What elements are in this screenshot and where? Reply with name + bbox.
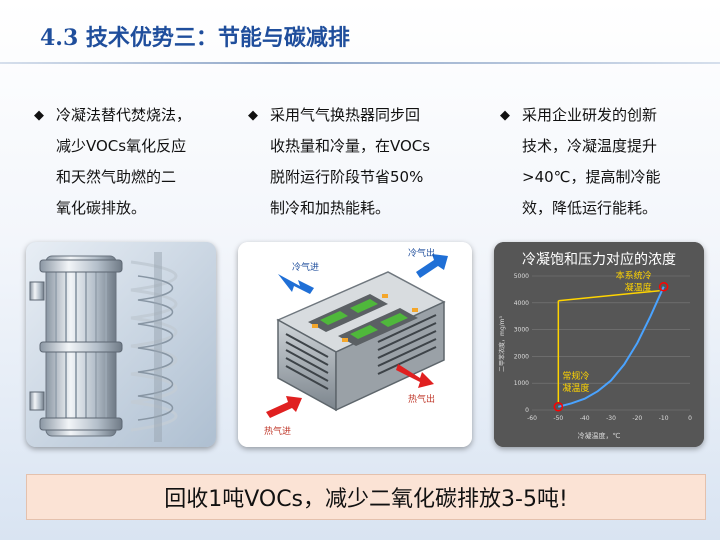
chart-title: 冷凝饱和压力对应的浓度 — [522, 251, 676, 268]
bullet-2-line-3: 脱附运行阶段节省50% — [270, 168, 424, 186]
condensation-chart: 冷凝饱和压力对应的浓度 0 1000 2000 3000 4000 5000 -60 -50… — [494, 242, 704, 447]
cold-out-label: 冷气出 — [408, 247, 435, 259]
bullet-3-line-4: 效，降低运行能耗。 — [522, 199, 658, 217]
hot-in-arrow — [266, 396, 302, 418]
hot-out-label: 热气出 — [408, 393, 435, 405]
bullet-2-line-2: 收热量和冷量，在VOCs — [270, 137, 431, 155]
diamond-bullet-icon: ◆ — [500, 108, 510, 123]
diamond-bullet-icon: ◆ — [34, 108, 44, 123]
hot-out-arrow — [396, 364, 434, 388]
conclusion-banner: 回收1吨VOCs，减少二氧化碳排放3-5吨! — [26, 474, 706, 520]
chart-x-axis-label: 冷凝温度，℃ — [578, 431, 621, 440]
diamond-bullet-icon: ◆ — [248, 108, 258, 123]
chart-annotation-system-line-1: 本系统冷 — [616, 270, 652, 282]
bullet-3-line-2: 技术，冷凝温度提升 — [522, 137, 658, 155]
cold-in-arrow — [278, 274, 314, 294]
chart-marker-conventional — [553, 402, 564, 412]
bullet-1-line-3: 和天然气助燃的二 — [56, 168, 177, 186]
chart-y-tick-label: 3000 — [514, 327, 529, 334]
chart-annotation-arrow — [558, 289, 660, 302]
bullet-2-line-1: 采用气气换热器同步回 — [270, 106, 421, 124]
chart-y-tick-label: 0 — [525, 407, 529, 414]
chart-annotation-system-line-2: 凝温度 — [625, 282, 652, 294]
bullet-3: ◆ 采用企业研发的创新 技术，冷凝温度提升 >40℃，提高制冷能 效，降低运行能… — [500, 100, 700, 224]
chart-x-tick-label: -30 — [606, 415, 616, 422]
cold-out-arrow — [416, 254, 448, 278]
bullet-1-line-4: 氧化碳排放。 — [56, 199, 147, 217]
bullet-1-line-1: 冷凝法替代焚烧法， — [56, 106, 192, 124]
chart-y-axis-label: 二甲苯浓度，mg/m³ — [498, 315, 506, 372]
chart-series-line — [558, 286, 665, 408]
bullet-3-line-1: 采用企业研发的创新 — [522, 106, 658, 124]
chart-x-tick-label: -60 — [527, 415, 537, 422]
chart-marker-system — [658, 281, 669, 292]
gas-heat-exchanger-image: 冷气进 冷气出 热气进 热气出 — [238, 242, 472, 447]
hot-in-label: 热气进 — [264, 425, 291, 437]
gas-heat-exchanger-illustration: 冷气进 冷气出 热气进 热气出 — [238, 242, 472, 447]
bullet-1: ◆ 冷凝法替代焚烧法， 减少VOCs氧化反应 和天然气助燃的二 氧化碳排放。 — [34, 100, 234, 224]
bullet-2: ◆ 采用气气换热器同步回 收热量和冷量，在VOCs 脱附运行阶段节省50% 制冷… — [248, 100, 483, 224]
chart-annotation-conventional-line-1: 常规冷 — [562, 370, 589, 382]
chart-x-tick-label: 0 — [688, 415, 692, 422]
page-title: 4.3 技术优势三：节能与碳减排 — [40, 25, 350, 51]
chart-x-tick-label: -10 — [659, 415, 669, 422]
chart-annotation-conventional-line-2: 凝温度 — [562, 382, 589, 394]
condenser-coil-illustration — [26, 242, 216, 447]
chart-x-tick-label: -50 — [553, 415, 563, 422]
chart-y-tick-label: 4000 — [514, 300, 529, 307]
bullet-2-line-4: 制冷和加热能耗。 — [270, 199, 391, 217]
chart-x-ticks: -60 -50 -40 -30 -20 -10 0 — [527, 415, 692, 422]
chart-svg: 冷凝饱和压力对应的浓度 0 1000 2000 3000 4000 5000 -60 -50… — [494, 242, 704, 447]
conclusion-text: 回收1吨VOCs，减少二氧化碳排放3-5吨! — [164, 487, 568, 512]
chart-x-tick-label: -40 — [580, 415, 590, 422]
title-divider — [0, 62, 720, 64]
condenser-coil-image — [26, 242, 216, 447]
chart-y-tick-label: 1000 — [514, 380, 529, 387]
chart-y-ticks: 0 1000 2000 3000 4000 5000 — [514, 273, 529, 414]
cold-in-label: 冷气进 — [292, 261, 319, 273]
chart-x-tick-label: -20 — [632, 415, 642, 422]
chart-y-tick-label: 2000 — [514, 353, 529, 360]
chart-y-tick-label: 5000 — [514, 273, 529, 280]
bullet-1-line-2: 减少VOCs氧化反应 — [56, 137, 187, 155]
bullet-3-line-3: >40℃，提高制冷能 — [522, 168, 661, 186]
